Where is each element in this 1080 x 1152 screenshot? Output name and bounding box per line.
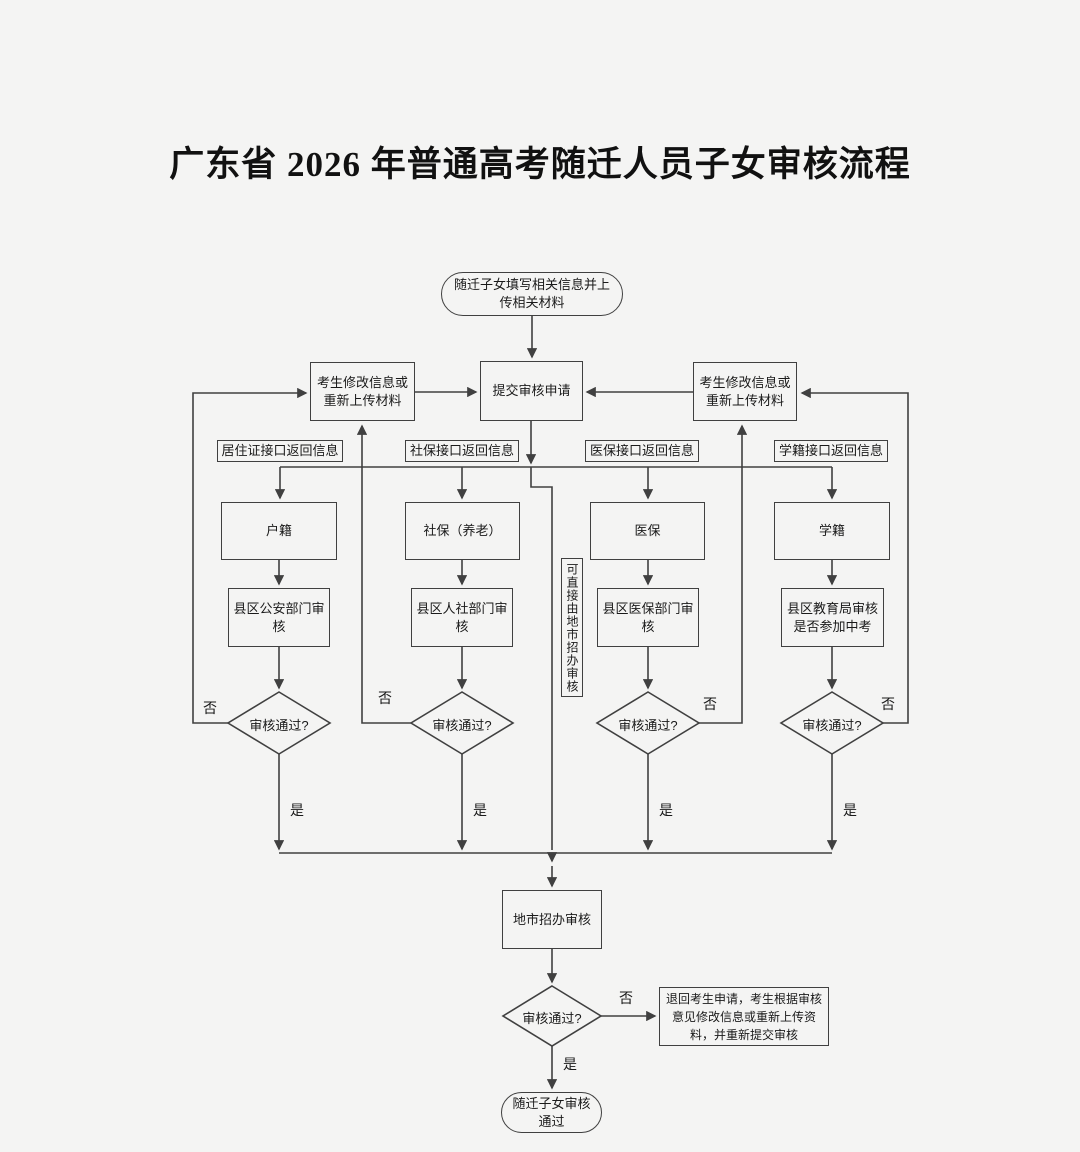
node-category-shebao: 社保（养老） — [405, 502, 520, 560]
edge-label-no-final: 否 — [619, 990, 633, 1006]
label-social-api: 社保接口返回信息 — [405, 440, 519, 462]
edge-label-yes-xueji: 是 — [843, 802, 857, 818]
decision-diamond-final — [501, 985, 603, 1047]
edge-label-yes-huji: 是 — [290, 802, 304, 818]
decision-diamond-yibao — [595, 691, 701, 755]
node-dept-hr: 县区人社部门审核 — [411, 588, 513, 647]
decision-text-shebao: 审核通过? — [432, 718, 492, 733]
node-dept-education: 县区教育局审核是否参加中考 — [781, 588, 884, 647]
edge-label-no-yibao: 否 — [703, 696, 717, 712]
node-category-huji: 户籍 — [221, 502, 337, 560]
note-direct-city-review: 可直接由地市招办审核 — [561, 558, 583, 697]
node-category-yibao: 医保 — [590, 502, 705, 560]
node-dept-medical: 县区医保部门审核 — [597, 588, 699, 647]
node-city-review: 地市招办审核 — [502, 890, 602, 949]
edge-label-no-shebao: 否 — [378, 690, 392, 706]
node-dept-police: 县区公安部门审核 — [228, 588, 330, 647]
decision-diamond-xueji — [779, 691, 885, 755]
node-category-xueji: 学籍 — [774, 502, 890, 560]
node-return-application: 退回考生申请，考生根据审核意见修改信息或重新上传资料，并重新提交审核 — [659, 987, 829, 1046]
node-start: 随迁子女填写相关信息并上传相关材料 — [441, 272, 623, 316]
label-student-api: 学籍接口返回信息 — [774, 440, 888, 462]
decision-text-yibao: 审核通过? — [618, 718, 678, 733]
label-residence-api: 居住证接口返回信息 — [217, 440, 343, 462]
decision-text-final: 审核通过? — [522, 1011, 582, 1026]
decision-text-huji: 审核通过? — [249, 718, 309, 733]
page-title: 广东省 2026 年普通高考随迁人员子女审核流程 — [169, 145, 911, 184]
decision-diamond-shebao — [409, 691, 515, 755]
edge-label-yes-shebao: 是 — [473, 802, 487, 818]
edge-label-yes-yibao: 是 — [659, 802, 673, 818]
node-modify-right: 考生修改信息或重新上传材料 — [693, 362, 797, 421]
edge-label-yes-final: 是 — [563, 1056, 577, 1072]
decision-text-xueji: 审核通过? — [802, 718, 862, 733]
decision-diamond-huji — [226, 691, 332, 755]
node-submit-application: 提交审核申请 — [480, 361, 583, 421]
label-medical-api: 医保接口返回信息 — [585, 440, 699, 462]
edge-label-no-huji: 否 — [203, 700, 217, 716]
node-end: 随迁子女审核通过 — [501, 1092, 602, 1133]
edge-label-no-xueji: 否 — [881, 696, 895, 712]
node-modify-left: 考生修改信息或重新上传材料 — [310, 362, 415, 421]
